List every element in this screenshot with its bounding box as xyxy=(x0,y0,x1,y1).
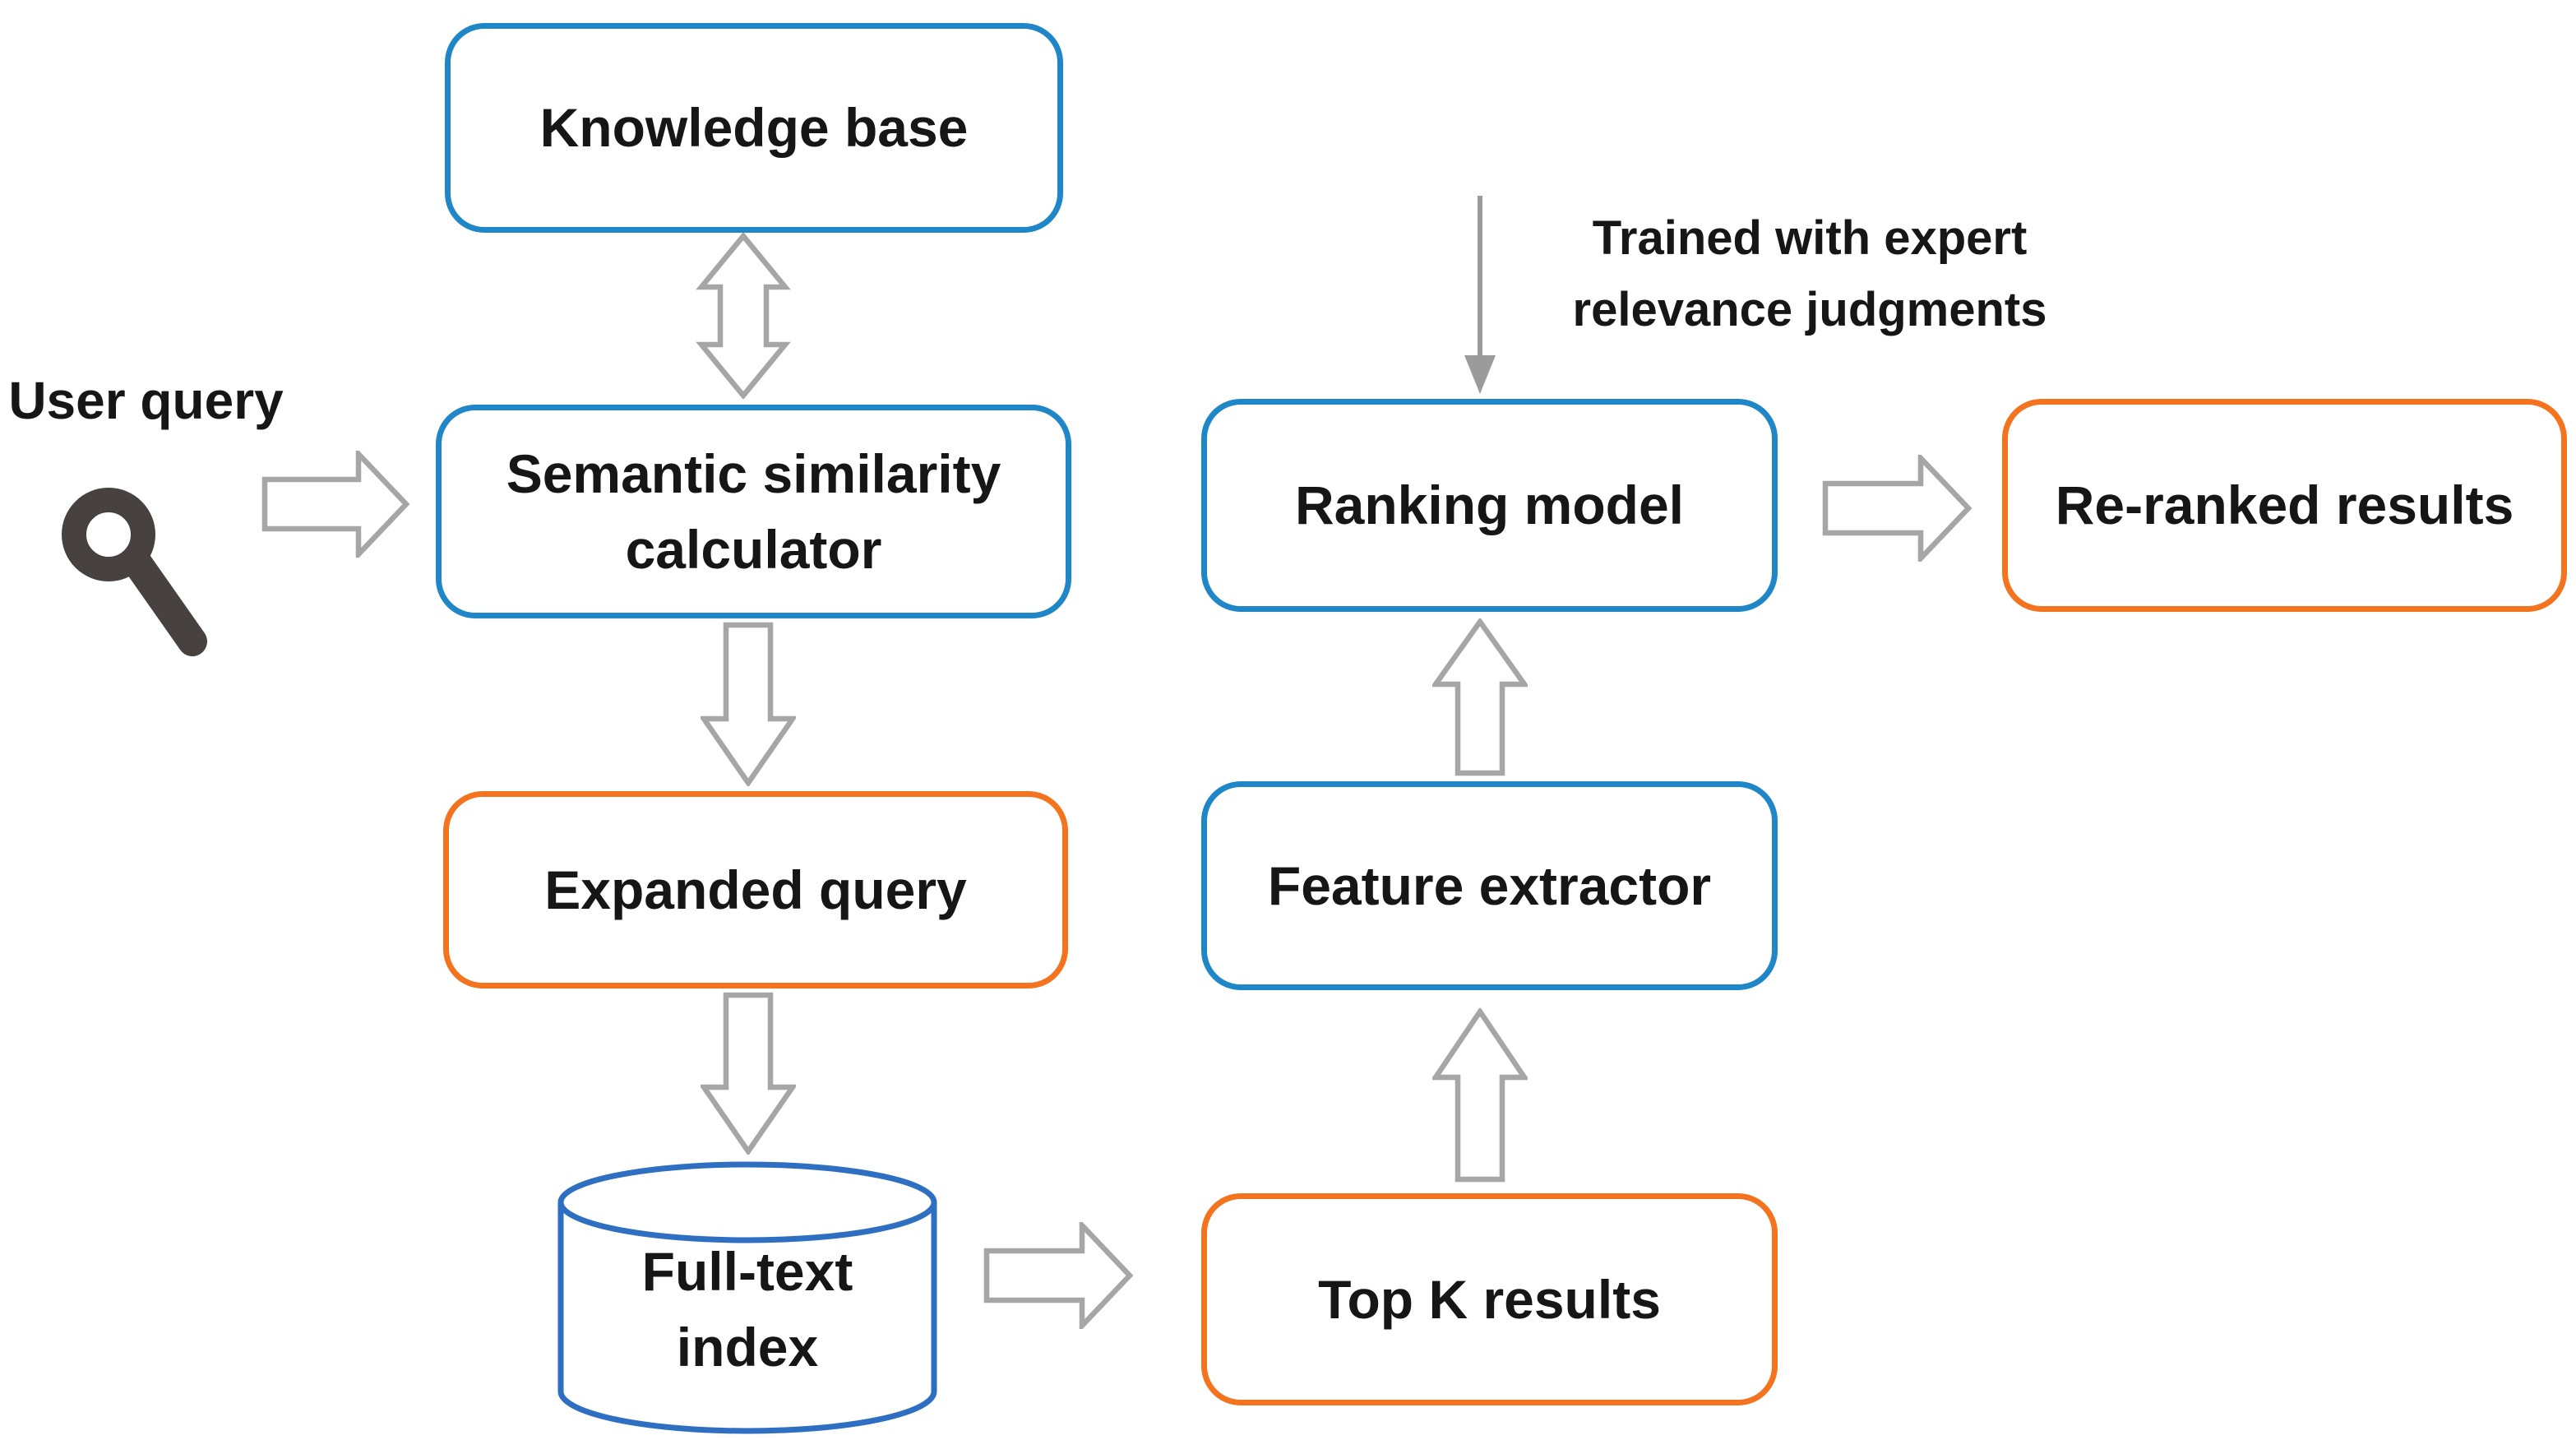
arrow-expandedquery-fulltextindex-down-icon xyxy=(701,992,796,1155)
node-full-text-index-label: Full-text index xyxy=(557,1234,938,1386)
node-semantic-similarity-calculator: Semantic similarity calculator xyxy=(436,405,1071,618)
node-ranking-model-label: Ranking model xyxy=(1294,475,1685,536)
training-note: Trained with expert relevance judgments xyxy=(1558,202,2061,345)
arrow-topk-featureextractor-up-icon xyxy=(1432,1008,1528,1183)
search-icon xyxy=(62,488,207,656)
node-top-k-results-label: Top K results xyxy=(1318,1268,1661,1330)
node-semantic-similarity-calculator-label: Semantic similarity calculator xyxy=(506,442,1001,580)
node-re-ranked-results-label: Re-ranked results xyxy=(2055,475,2514,536)
node-ranking-model: Ranking model xyxy=(1201,399,1778,612)
node-expanded-query: Expanded query xyxy=(443,791,1068,989)
full-text-index-line2: index xyxy=(676,1317,819,1378)
arrow-featureextractor-rankingmodel-up-icon xyxy=(1432,618,1528,776)
arrow-knowledgebase-semantic-bidirectional-icon xyxy=(696,233,791,399)
training-note-line2: relevance judgments xyxy=(1572,283,2047,336)
arrow-rankingmodel-reranked-right-icon xyxy=(1822,455,1972,562)
node-re-ranked-results: Re-ranked results xyxy=(2002,399,2567,612)
arrow-fulltextindex-topk-right-icon xyxy=(983,1222,1133,1329)
arrow-userquery-semantic-right-icon xyxy=(261,451,409,558)
user-query-label: User query xyxy=(8,371,284,430)
node-top-k-results: Top K results xyxy=(1201,1193,1778,1405)
training-note-line1: Trained with expert xyxy=(1592,211,2028,265)
node-expanded-query-label: Expanded query xyxy=(544,859,967,920)
full-text-index-line1: Full-text xyxy=(641,1241,853,1302)
node-knowledge-base: Knowledge base xyxy=(445,23,1063,233)
node-feature-extractor: Feature extractor xyxy=(1201,781,1778,990)
arrow-training-rankingmodel-down-icon xyxy=(1464,196,1496,394)
arrow-semantic-expandedquery-down-icon xyxy=(701,622,796,786)
node-feature-extractor-label: Feature extractor xyxy=(1267,854,1712,916)
node-full-text-index-cylinder xyxy=(557,1161,937,1434)
node-knowledge-base-label: Knowledge base xyxy=(539,97,969,159)
